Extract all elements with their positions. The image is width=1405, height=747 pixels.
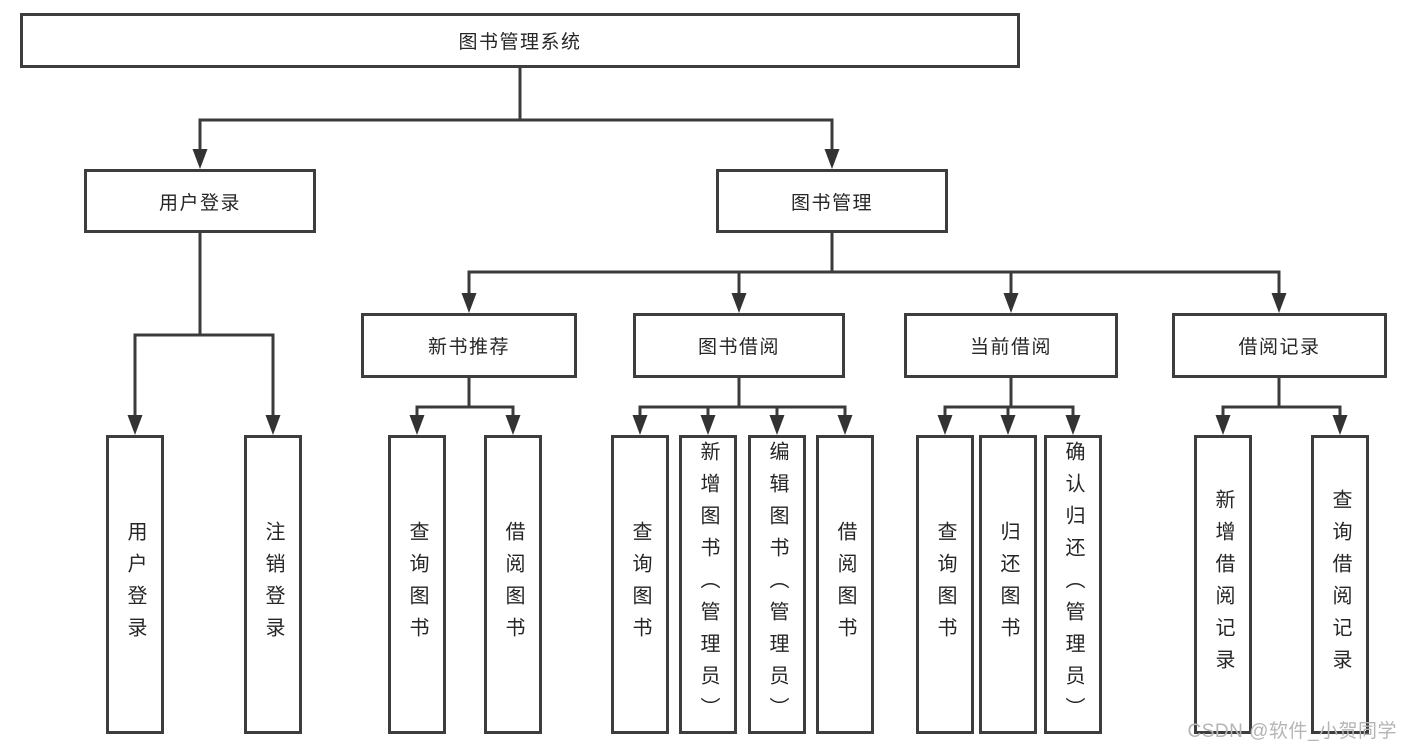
node-label: 当前借阅 [969, 337, 1052, 358]
node-current-borrowing: 当前借阅 [904, 313, 1118, 378]
node-user-login: 用户登录 [84, 169, 316, 233]
node-label: 新增图书（管理员） [697, 440, 719, 729]
node-label: 图书借阅 [697, 337, 780, 358]
leaf-borrowing-borrow-books: 借阅图书 [816, 435, 874, 734]
leaf-records-add-record: 新增借阅记录 [1194, 435, 1252, 734]
node-label: 用户登录 [158, 192, 241, 214]
leaf-borrowing-query-books: 查询图书 [611, 435, 669, 734]
node-label: 查询图书 [629, 520, 651, 649]
tree-connector-path [133, 68, 1342, 417]
leaf-current-query-books: 查询图书 [916, 435, 974, 734]
node-borrowing-records: 借阅记录 [1172, 313, 1387, 378]
leaf-records-query-record: 查询借阅记录 [1311, 435, 1369, 734]
leaf-recommend-query-books: 查询图书 [388, 435, 446, 734]
node-label: 新增借阅记录 [1212, 488, 1234, 681]
leaf-logout: 注销登录 [244, 435, 302, 734]
node-book-borrowing: 图书借阅 [633, 313, 845, 378]
node-book-management: 图书管理 [716, 169, 948, 233]
node-new-book-recommendation: 新书推荐 [361, 313, 577, 378]
node-label: 查询图书 [406, 520, 428, 649]
leaf-user-login: 用户登录 [106, 435, 164, 734]
node-label: 归还图书 [997, 520, 1019, 649]
node-label: 查询借阅记录 [1329, 488, 1351, 681]
node-label: 借阅图书 [834, 520, 856, 649]
leaf-current-return-books: 归还图书 [979, 435, 1037, 734]
node-label: 图书管理 [790, 192, 873, 214]
node-label: 查询图书 [934, 520, 956, 649]
leaf-current-confirm-return-admin: 确认归还（管理员） [1044, 435, 1102, 734]
node-library-management-system: 图书管理系统 [20, 13, 1020, 68]
node-label: 新书推荐 [427, 337, 510, 358]
node-label: 借阅记录 [1238, 337, 1321, 358]
leaf-recommend-borrow-books: 借阅图书 [484, 435, 542, 734]
node-label: 编辑图书（管理员） [766, 440, 788, 729]
node-label: 注销登录 [262, 520, 284, 649]
leaf-borrowing-add-books-admin: 新增图书（管理员） [679, 435, 737, 734]
node-label: 图书管理系统 [458, 32, 582, 53]
node-label: 确认归还（管理员） [1062, 440, 1084, 729]
node-label: 用户登录 [124, 520, 146, 649]
node-label: 借阅图书 [502, 520, 524, 649]
leaf-borrowing-edit-books-admin: 编辑图书（管理员） [748, 435, 806, 734]
csdn-watermark: CSDN @软件_小贺同学 [1187, 721, 1397, 742]
